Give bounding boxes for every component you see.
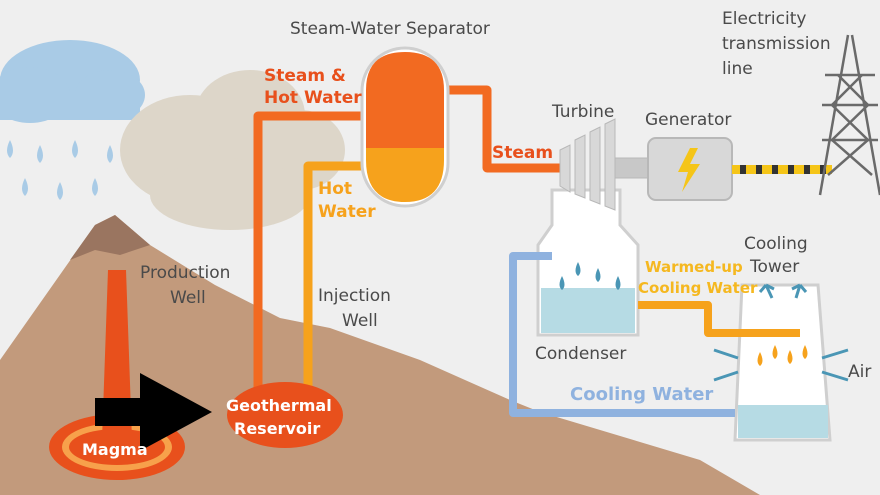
label-warmed-2: Cooling Water (638, 279, 758, 297)
label-hot-water-1: Hot (318, 179, 352, 199)
label-cooling-tower-1: Cooling (744, 234, 808, 254)
steam-pipe (445, 85, 560, 173)
label-reservoir-1: Geothermal (226, 396, 332, 415)
warmed-water-pipe (638, 301, 800, 337)
label-generator: Generator (645, 110, 731, 130)
label-production-1: Production (140, 263, 230, 283)
black-right-arrow-icon (95, 373, 212, 451)
airflow-arrows (713, 283, 849, 382)
label-air: Air (848, 362, 871, 382)
condenser (536, 188, 640, 337)
label-hot-water-2: Water (318, 202, 376, 222)
label-electricity-2: transmission (722, 34, 831, 54)
cooling-tower (713, 283, 849, 442)
lightning-bolt-icon (678, 148, 700, 192)
label-steam: Steam (492, 143, 553, 163)
power-cable (732, 165, 832, 174)
rain-cloud (0, 40, 145, 123)
generator (647, 137, 733, 201)
label-cooling-tower-2: Tower (749, 257, 799, 277)
injection-pipe (303, 161, 374, 395)
label-cooling-water: Cooling Water (570, 384, 713, 405)
label-electricity-1: Electricity (722, 9, 806, 29)
volcano-peak (70, 215, 150, 260)
label-warmed-1: Warmed-up (645, 258, 743, 276)
label-production-2: Well (170, 288, 206, 308)
ground (0, 215, 760, 495)
steam-hot-water-pipe (253, 111, 372, 395)
label-condenser: Condenser (535, 344, 626, 364)
raindrop-icon (7, 140, 113, 200)
transmission-tower-icon (818, 34, 880, 196)
geothermal-reservoir (227, 382, 343, 448)
label-magma: Magma (82, 440, 148, 459)
label-reservoir-2: Reservoir (234, 419, 320, 438)
turbine (559, 118, 651, 211)
label-steam-hot-1: Steam & (264, 66, 346, 86)
label-turbine: Turbine (551, 102, 614, 122)
steam-water-separator (360, 46, 450, 208)
label-injection-1: Injection (318, 286, 391, 306)
label-injection-2: Well (342, 311, 378, 331)
label-steam-hot-2: Hot Water (264, 88, 362, 108)
label-electricity-3: line (722, 59, 753, 79)
cooling-water-pipe (509, 252, 735, 417)
label-separator: Steam-Water Separator (290, 19, 490, 39)
